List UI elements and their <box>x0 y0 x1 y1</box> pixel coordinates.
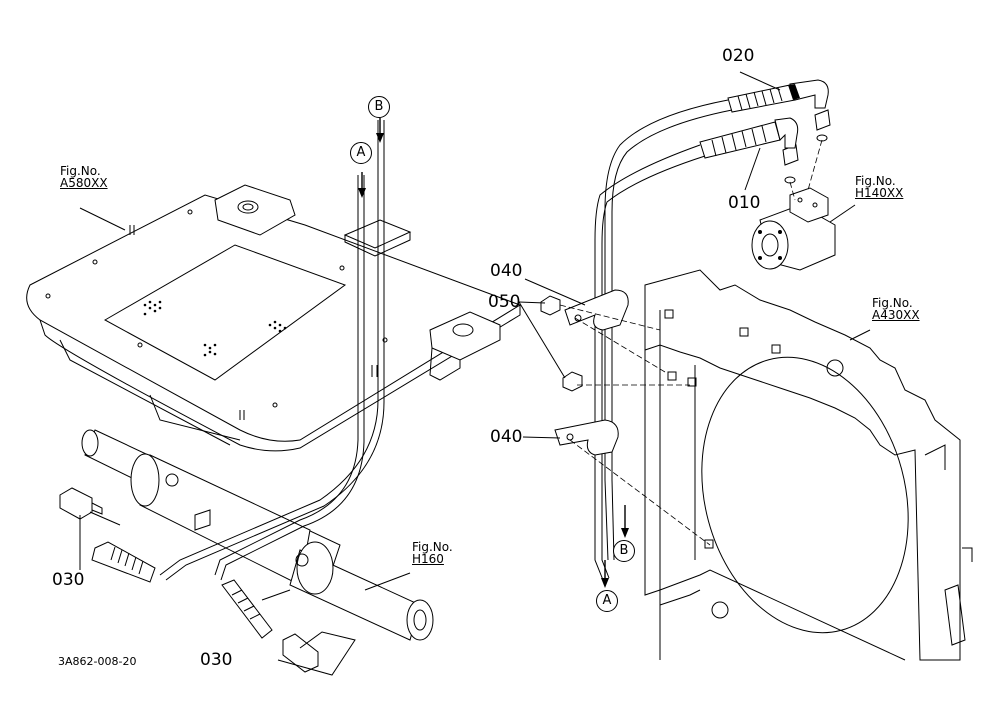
adapters <box>782 109 831 201</box>
hose-coupling-bottom <box>221 579 273 639</box>
figure-ref-a430: Fig.No. A430XX <box>872 296 920 322</box>
part-label-050: 050 <box>488 292 521 312</box>
hose-020 <box>727 79 829 113</box>
figure-ref-h140: Fig.No. H140XX <box>855 174 904 200</box>
part-label-010: 010 <box>728 193 761 213</box>
part-label-020: 020 <box>722 46 755 66</box>
hose-coupling-left <box>91 541 156 583</box>
drawing-code: 3A862-008-20 <box>58 655 137 668</box>
hydraulic-unit <box>751 187 836 271</box>
figure-ref-a580: Fig.No. A580XX <box>60 164 108 190</box>
part-label-030-bottom: 030 <box>200 650 233 670</box>
fitting-030-left <box>59 487 103 520</box>
fitting-030-bottom <box>282 633 319 673</box>
hose-lines-left <box>159 120 385 581</box>
marker-b-bottom: B <box>613 540 635 562</box>
clamp-040-bottom <box>554 419 619 456</box>
bolt-050-top <box>540 295 561 316</box>
clamp-040-top <box>564 289 629 331</box>
marker-b-top: B <box>368 96 390 118</box>
deck-plate-assembly <box>26 184 522 452</box>
steering-cylinder <box>81 429 434 641</box>
hose-010 <box>699 117 799 159</box>
marker-a-bottom: A <box>596 590 618 612</box>
marker-a-top: A <box>350 142 372 164</box>
bolt-050-bottom <box>562 371 583 392</box>
part-label-030-left: 030 <box>52 570 85 590</box>
part-label-040-bottom: 040 <box>490 427 523 447</box>
radiator-frame <box>644 269 973 661</box>
figure-ref-h160: Fig.No. H160 <box>412 540 453 566</box>
part-label-040-top: 040 <box>490 261 523 281</box>
hose-lines-right <box>594 99 733 581</box>
